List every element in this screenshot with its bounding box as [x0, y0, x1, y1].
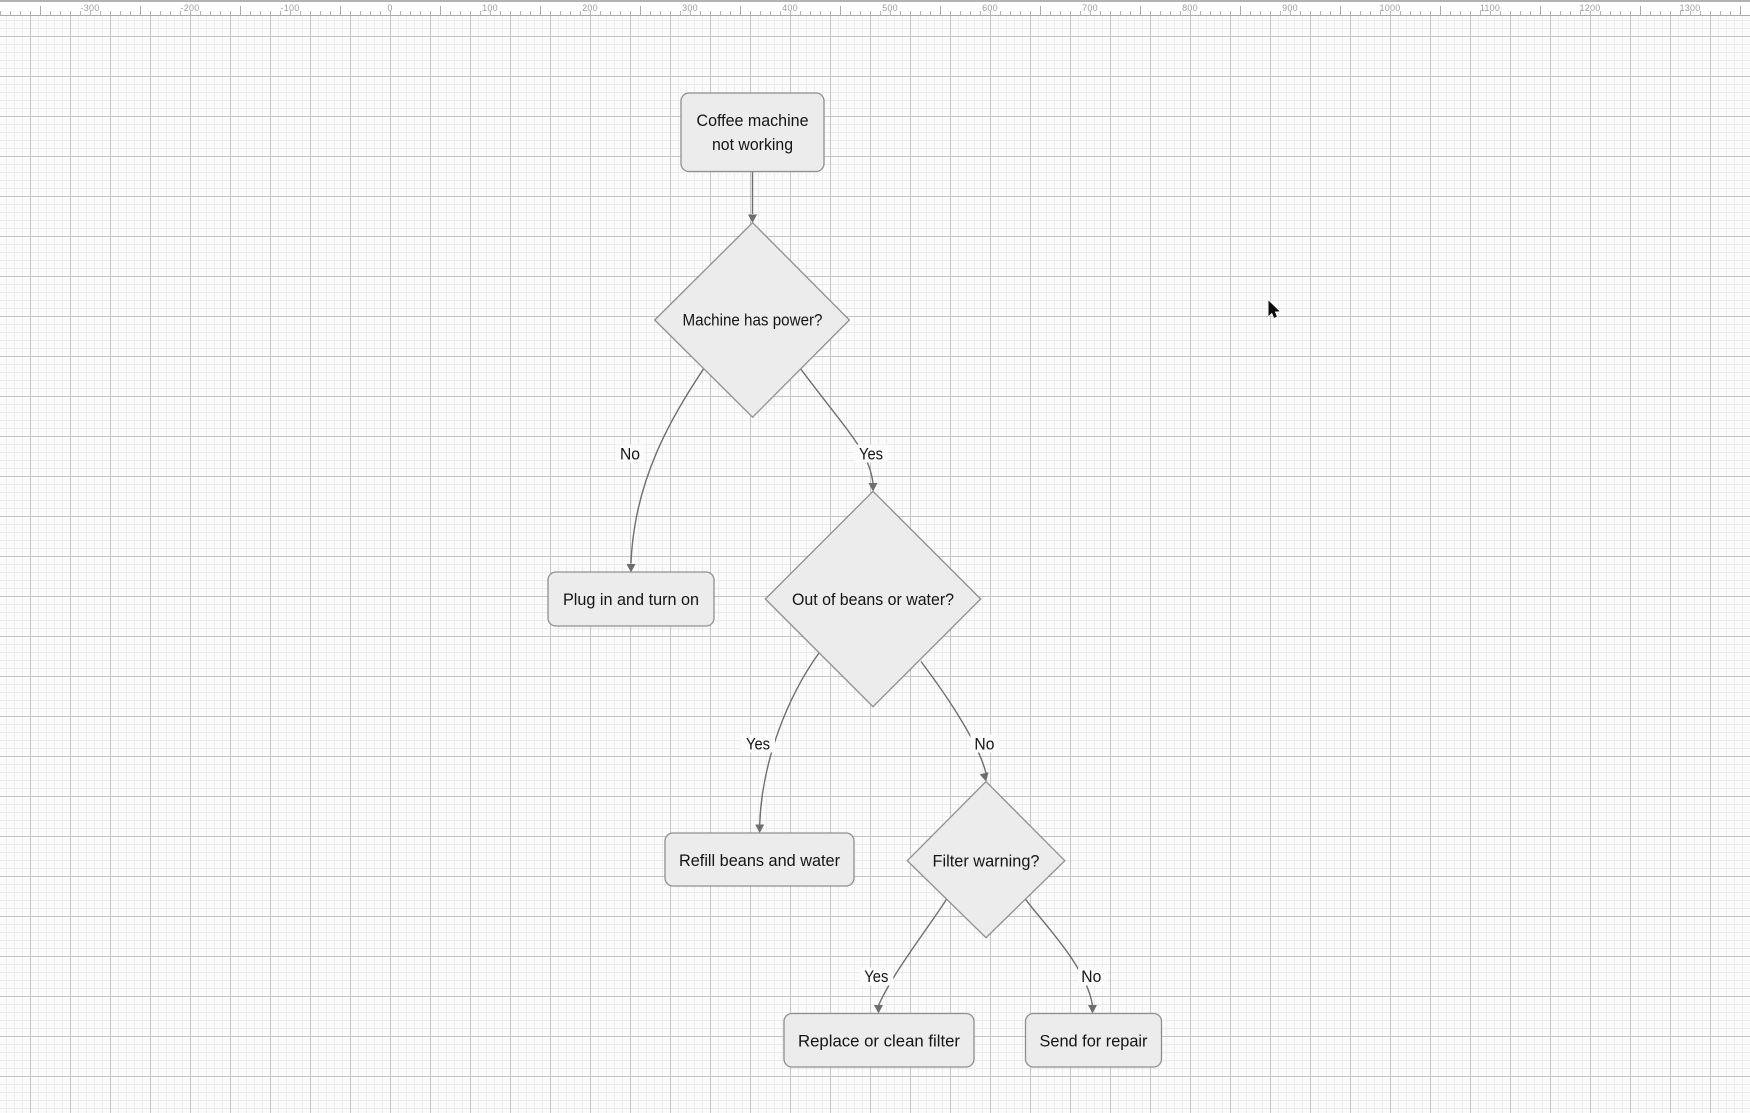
- svg-text:No: No: [974, 735, 994, 754]
- svg-text:No: No: [620, 445, 640, 464]
- svg-text:Out of beans or water?: Out of beans or water?: [792, 590, 954, 609]
- svg-text:Plug in and turn on: Plug in and turn on: [563, 590, 699, 609]
- svg-text:Refill beans and water: Refill beans and water: [679, 851, 840, 870]
- svg-text:Yes: Yes: [746, 735, 770, 754]
- svg-text:Coffee machine: Coffee machine: [697, 111, 809, 130]
- svg-text:Yes: Yes: [859, 445, 883, 464]
- svg-text:Filter warning?: Filter warning?: [933, 852, 1040, 871]
- svg-text:Yes: Yes: [864, 967, 888, 986]
- svg-text:Machine has power?: Machine has power?: [683, 311, 823, 330]
- svg-text:Send for repair: Send for repair: [1040, 1031, 1148, 1050]
- svg-text:No: No: [1081, 967, 1101, 986]
- svg-text:not working: not working: [712, 135, 793, 154]
- svg-text:Replace or clean filter: Replace or clean filter: [798, 1031, 960, 1050]
